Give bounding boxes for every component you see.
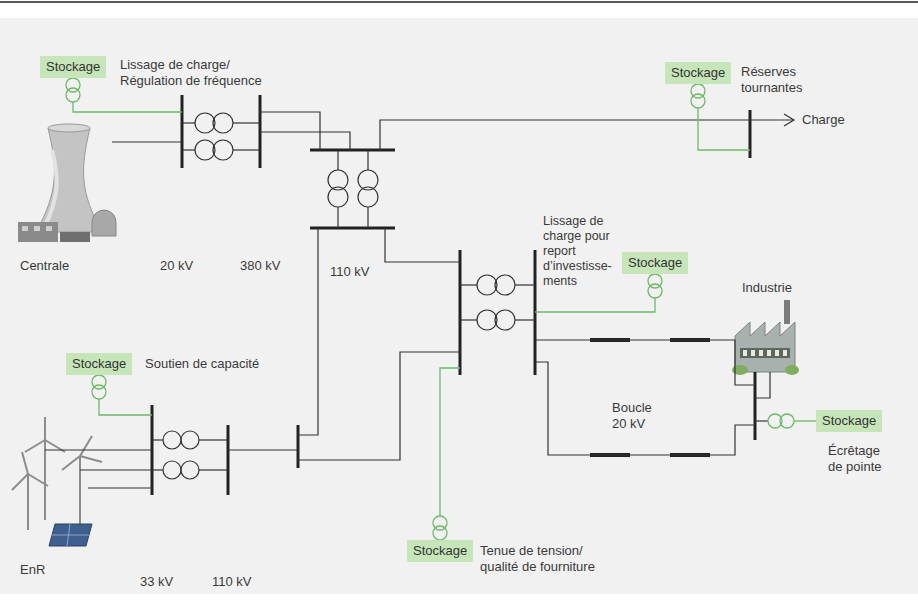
diagram-label: 380 kV <box>240 258 280 274</box>
storage-wires <box>66 78 822 540</box>
diagram-label: Boucle 20 kV <box>612 400 660 432</box>
diagram-label: 110 kV <box>330 264 370 280</box>
diagram-label: 33 kV <box>140 574 173 590</box>
diagram-label: Charge <box>802 112 845 128</box>
storage-box: Stockage <box>665 62 731 84</box>
diagram-label: Centrale <box>20 258 69 274</box>
storage-box: Stockage <box>40 56 106 78</box>
wires <box>45 112 794 488</box>
storage-box: Stockage <box>816 410 882 432</box>
diagram-label: Tenue de tension/ qualité de fourniture <box>480 543 620 575</box>
transformer-symbols <box>163 113 515 479</box>
storage-label: Stockage <box>72 356 126 372</box>
diagram-label: Lissage de charge pour report d’investis… <box>543 214 617 289</box>
diagram-label: 20 kV <box>160 258 193 274</box>
diagram-label: Réserves tournantes <box>741 64 821 96</box>
storage-label: Stockage <box>822 413 876 429</box>
diagram-label: EnR <box>20 562 45 578</box>
busbars <box>152 95 755 495</box>
storage-label: Stockage <box>628 255 682 271</box>
wind-solar-illustration <box>12 417 102 546</box>
storage-box: Stockage <box>66 353 132 375</box>
factory-illustration <box>732 300 799 375</box>
storage-box: Stockage <box>407 540 473 562</box>
diagram-label: Lissage de charge/ Régulation de fréquen… <box>120 57 280 89</box>
storage-box: Stockage <box>622 252 688 274</box>
diagram-label: Écrêtage de pointe <box>828 443 890 475</box>
diagram-label: Soutien de capacité <box>145 356 259 372</box>
storage-label: Stockage <box>46 59 100 75</box>
diagram-label: 110 kV <box>212 574 252 590</box>
diagram-label: Industrie <box>742 280 792 296</box>
storage-label: Stockage <box>413 543 467 559</box>
power-plant-illustration <box>18 124 116 242</box>
storage-label: Stockage <box>671 65 725 81</box>
